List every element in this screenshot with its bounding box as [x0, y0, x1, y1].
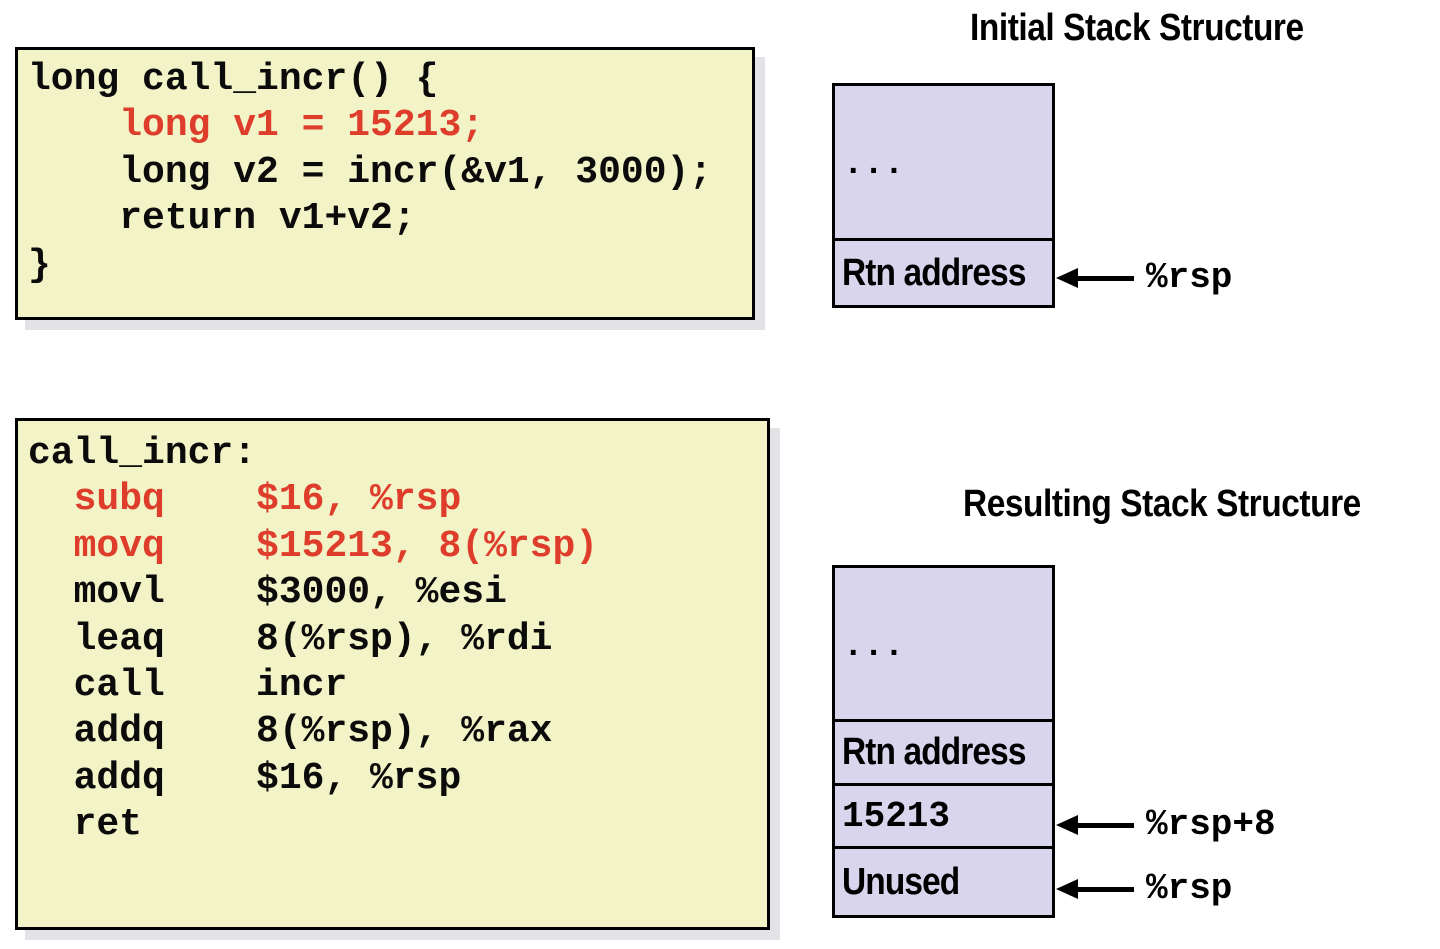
code-line: long call_incr() {: [28, 58, 439, 101]
code-line: return v1+v2;: [28, 197, 416, 241]
ellipsis-label: ...: [843, 628, 905, 666]
resulting-stack-diagram: ... Rtn address 15213 Unused: [832, 565, 1055, 918]
stack-cell-rtn-address: Rtn address: [835, 719, 1052, 783]
resulting-stack-title: Resulting Stack Structure: [963, 483, 1361, 525]
arrow-left-icon: [1056, 879, 1078, 899]
rsp-pointer-resulting: %rsp: [1056, 871, 1232, 907]
code-line: leaq 8(%rsp), %rdi: [28, 617, 553, 661]
code-line: }: [28, 243, 51, 287]
c-source-code-box: long call_incr() { long v1 = 15213; long…: [15, 47, 755, 320]
value-15213-label: 15213: [842, 795, 951, 837]
c-source-code: long call_incr() { long v1 = 15213; long…: [18, 50, 752, 289]
rsp-plus-8-label: %rsp+8: [1146, 804, 1276, 845]
assembly-code-box: call_incr: subq $16, %rsp movq $15213, 8…: [15, 418, 770, 930]
rsp-pointer-initial: %rsp: [1056, 260, 1232, 296]
rtn-address-label: Rtn address: [842, 251, 1026, 294]
unused-label: Unused: [842, 860, 960, 903]
stack-cell-ellipsis: ...: [835, 86, 1052, 238]
arrow-shaft: [1078, 822, 1134, 828]
stack-cell-unused: Unused: [835, 846, 1052, 915]
stack-cell-rtn-address: Rtn address: [835, 238, 1052, 305]
code-line: ret: [28, 803, 143, 847]
initial-stack-title: Initial Stack Structure: [970, 7, 1304, 49]
code-line: call_incr:: [28, 432, 257, 475]
stack-cell-15213: 15213: [835, 783, 1052, 846]
assembly-code: call_incr: subq $16, %rsp movq $15213, 8…: [18, 421, 767, 849]
rsp-plus-8-pointer: %rsp+8: [1056, 807, 1276, 843]
code-line: call incr: [28, 664, 348, 708]
rtn-address-label: Rtn address: [842, 731, 1026, 773]
code-line: movq $15213, 8(%rsp): [28, 524, 599, 568]
stack-cell-ellipsis: ...: [835, 568, 1052, 719]
code-line: movl $3000, %esi: [28, 571, 507, 615]
rsp-label: %rsp: [1146, 868, 1233, 909]
initial-stack-diagram: ... Rtn address: [832, 83, 1055, 308]
arrow-shaft: [1078, 275, 1134, 281]
ellipsis-label: ...: [843, 146, 905, 184]
code-line: long v2 = incr(&v1, 3000);: [28, 150, 713, 194]
arrow-left-icon: [1056, 268, 1078, 288]
rsp-label: %rsp: [1146, 257, 1233, 298]
code-line: addq $16, %rsp: [28, 756, 462, 800]
code-line: long v1 = 15213;: [28, 104, 485, 148]
code-line: addq 8(%rsp), %rax: [28, 710, 553, 754]
arrow-left-icon: [1056, 815, 1078, 835]
arrow-shaft: [1078, 886, 1134, 892]
code-line: subq $16, %rsp: [28, 478, 462, 522]
